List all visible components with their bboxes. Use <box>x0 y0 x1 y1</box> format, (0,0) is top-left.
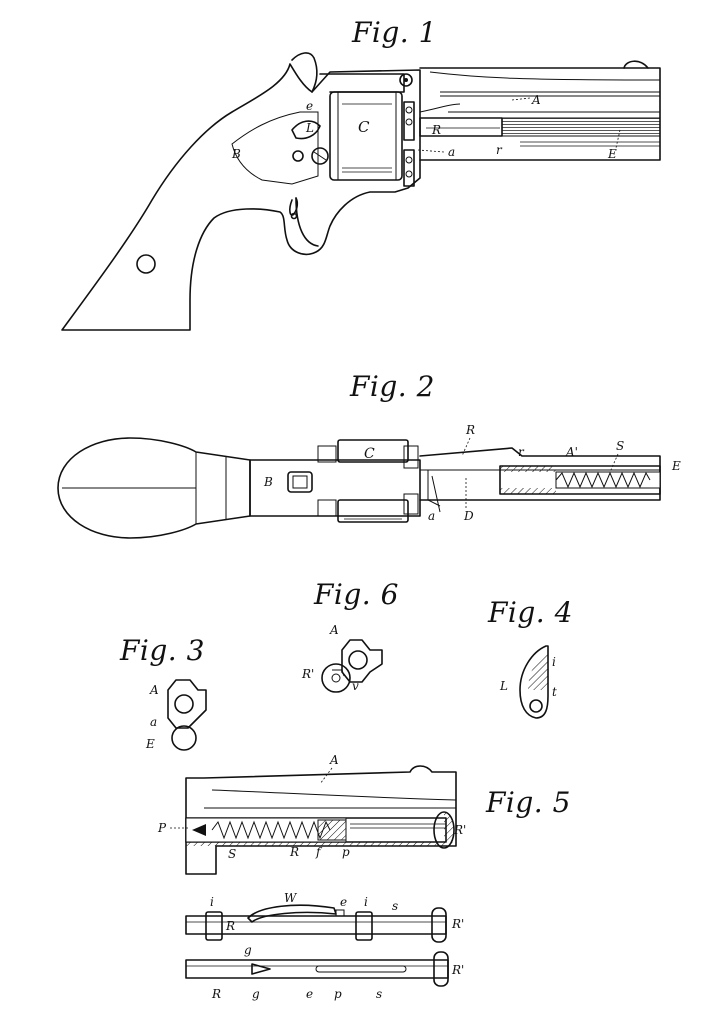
label-p: p <box>334 987 342 1001</box>
label-S: S <box>228 847 236 861</box>
revolver-side-view <box>61 52 661 331</box>
figure-1-title: Fig. 1 <box>351 16 437 49</box>
label-D: D <box>463 509 474 523</box>
figure-1: Fig. 1 <box>61 16 661 331</box>
label-E: E <box>145 737 155 751</box>
figure-6: Fig. 6 A R' v <box>301 578 399 693</box>
ejector-rod-assembly <box>185 904 447 943</box>
label-R-prime: R' <box>453 823 466 837</box>
label-a: a <box>150 715 157 729</box>
figure-4-title: Fig. 4 <box>487 596 573 629</box>
label-B: B <box>263 475 273 489</box>
label-B: B <box>231 147 241 161</box>
label-t: t <box>552 685 557 699</box>
figure-3: Fig. 3 A a E <box>119 634 207 751</box>
label-R: R <box>289 845 299 859</box>
label-g: g <box>244 943 252 957</box>
label-A: A <box>531 93 541 107</box>
label-r: r <box>518 445 525 459</box>
grip-screw-hole <box>136 254 156 274</box>
label-A: A <box>329 753 339 767</box>
label-a: a <box>428 509 435 523</box>
figure-4: Fig. 4 i L t <box>487 596 573 719</box>
label-S: S <box>616 439 624 453</box>
figure-2: Fig. 2 <box>57 370 681 539</box>
label-e: e <box>306 99 313 113</box>
label-R: R <box>211 987 221 1001</box>
label-a: a <box>448 145 455 159</box>
label-R: R <box>465 423 475 437</box>
label-A: A <box>149 683 159 697</box>
label-A: A <box>329 623 339 637</box>
label-R: R <box>431 123 441 137</box>
label-R: R <box>225 919 235 933</box>
label-e: e <box>340 895 347 909</box>
figure-5-title: Fig. 5 <box>485 786 571 819</box>
label-s: s <box>392 899 398 913</box>
label-f: f <box>315 845 323 859</box>
label-E: E <box>607 147 617 161</box>
label-r: r <box>496 143 503 157</box>
hinge-plate <box>167 679 207 729</box>
label-v: v <box>352 679 359 693</box>
rod-end <box>171 725 197 751</box>
label-i: i <box>552 655 556 669</box>
label-e: e <box>306 987 313 1001</box>
label-p: p <box>342 845 350 859</box>
label-i: i <box>210 895 214 909</box>
hinge-plate <box>341 639 383 683</box>
label-P: P <box>157 821 167 835</box>
label-L: L <box>305 121 314 135</box>
frame-screw <box>311 147 329 165</box>
label-A-prime: A' <box>565 445 578 459</box>
label-s: s <box>376 987 382 1001</box>
label-L: L <box>499 679 508 693</box>
latch-piece <box>519 645 549 719</box>
label-g: g <box>252 987 260 1001</box>
hinge-pin <box>399 73 413 87</box>
barrel-section <box>185 765 457 875</box>
label-R-prime: R' <box>451 963 464 977</box>
label-R-prime: R' <box>301 667 314 681</box>
label-i: i <box>364 895 368 909</box>
figure-3-title: Fig. 3 <box>119 634 205 667</box>
ejector-rod <box>185 951 449 987</box>
label-E: E <box>671 459 681 473</box>
label-C: C <box>364 446 375 462</box>
figure-6-title: Fig. 6 <box>313 578 399 611</box>
figure-2-title: Fig. 2 <box>349 370 435 403</box>
label-R-prime: R' <box>451 917 464 931</box>
rod-end <box>321 663 351 693</box>
figure-5: Fig. 5 A P R' S R f p <box>157 753 571 1001</box>
label-C: C <box>358 118 370 136</box>
revolver-top-view <box>57 437 661 539</box>
label-W: W <box>284 891 298 905</box>
